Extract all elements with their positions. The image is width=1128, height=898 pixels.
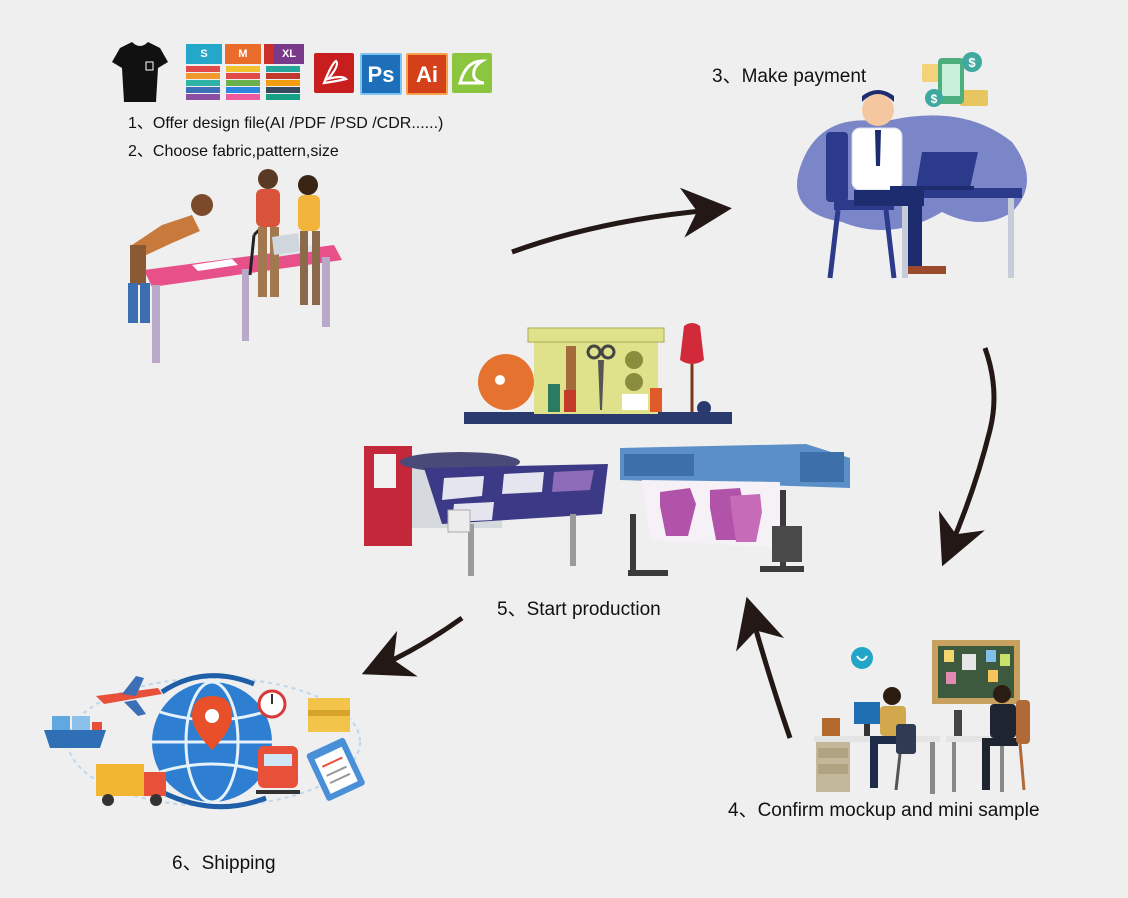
step2-label: 2、Choose fabric,pattern,size (128, 143, 339, 160)
step1-label: 1、Offer design file(AI /PDF /PSD /CDR...… (128, 115, 444, 132)
office-mockup-illustration (814, 640, 1030, 794)
arrow-design-to-payment (511, 187, 732, 255)
step3-label: 3、Make payment (712, 66, 867, 87)
sublimation-printer-illustration (620, 444, 850, 576)
sewing-tools-illustration (464, 323, 732, 424)
illustrator-icon: Ai (406, 53, 448, 95)
folded-shirts-icon (186, 66, 300, 100)
step4-label: 4、Confirm mockup and mini sample (728, 800, 1040, 821)
heat-press-machine-illustration (364, 446, 608, 576)
svg-text:$: $ (968, 55, 976, 70)
shipping-logistics-illustration (44, 673, 365, 810)
photoshop-icon: Ps (360, 53, 402, 95)
arrow-production-to-shipping (361, 615, 464, 677)
mobile-payment-icon: $ $ (922, 52, 988, 107)
tshirt-icon (112, 42, 168, 102)
size-tag-m: M (225, 44, 261, 64)
coreldraw-icon (452, 53, 492, 93)
arrow-mockup-to-production (736, 596, 793, 739)
svg-text:$: $ (931, 92, 938, 106)
arrow-payment-to-mockup (938, 347, 997, 567)
pdf-icon (314, 53, 354, 93)
payment-man-illustration (797, 90, 1027, 279)
design-team-illustration (128, 169, 342, 363)
step6-label: 6、Shipping (172, 853, 276, 874)
size-tag-s: S (186, 44, 222, 64)
step5-label: 5、Start production (497, 599, 661, 620)
size-tag-xl: XL (274, 44, 304, 64)
